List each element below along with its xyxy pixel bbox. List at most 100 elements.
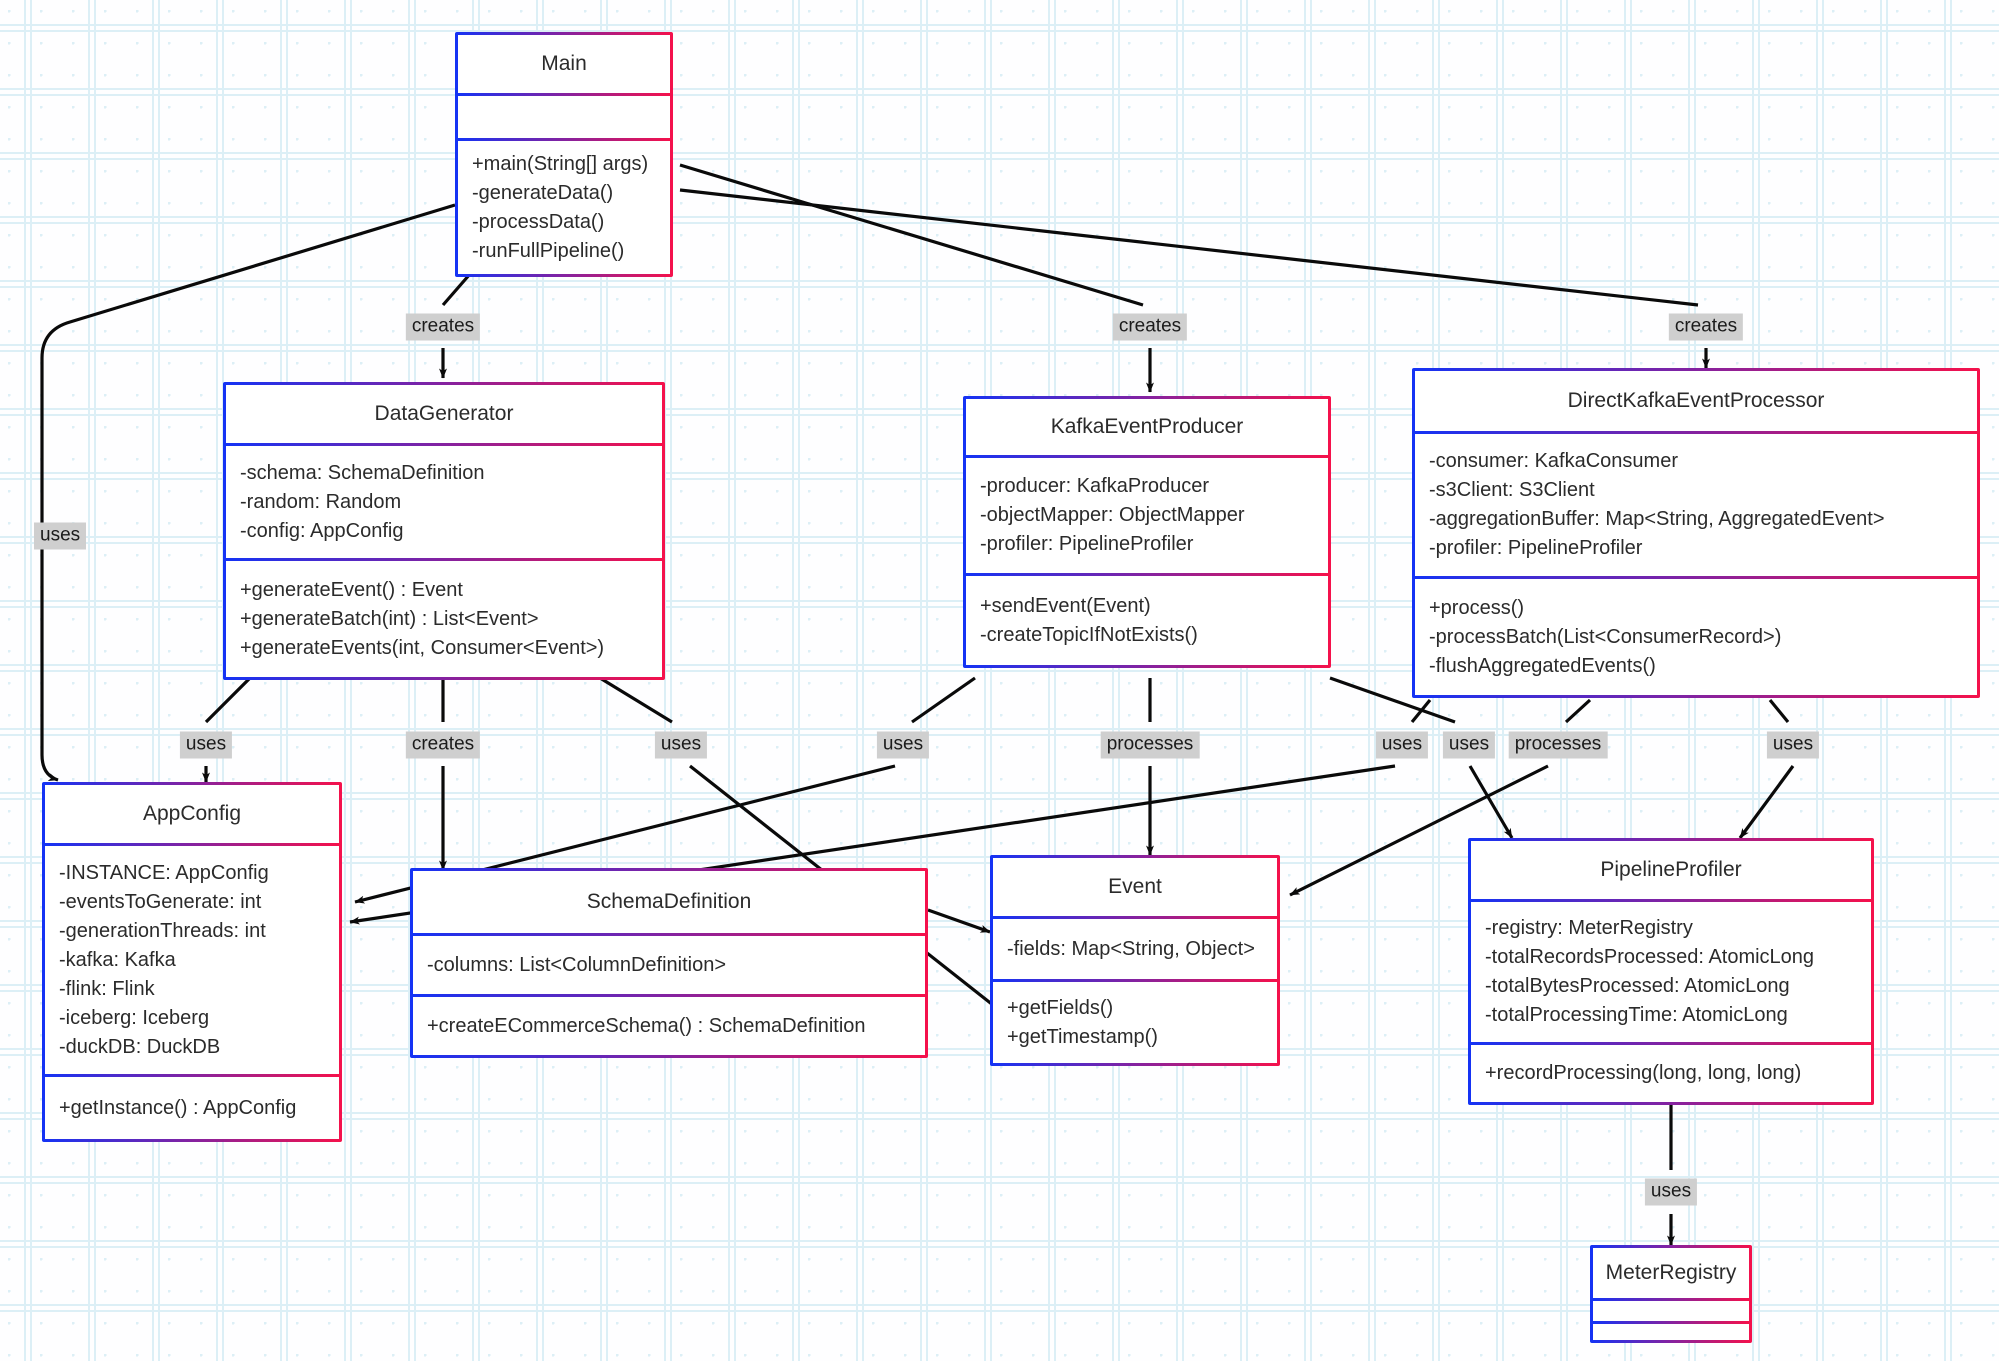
edge-label-creates: creates xyxy=(405,731,481,759)
class-member: -INSTANCE: AppConfig xyxy=(59,861,269,884)
class-attributes-kafkaeventproducer: -producer: KafkaProducer -objectMapper: … xyxy=(966,458,1328,573)
class-member: -kafka: Kafka xyxy=(59,948,176,971)
class-member: -processData() xyxy=(472,210,605,233)
class-separator xyxy=(1593,1298,1749,1301)
class-member: +sendEvent(Event) xyxy=(980,594,1151,617)
edge-label-uses: uses xyxy=(1375,731,1429,759)
class-separator xyxy=(45,843,339,846)
class-title-directkafkaeventprocessor: DirectKafkaEventProcessor xyxy=(1567,389,1825,412)
edge-label-uses: uses xyxy=(34,522,87,550)
class-member: -flink: Flink xyxy=(59,977,155,1000)
class-separator xyxy=(1593,1321,1749,1324)
class-member: +main(String[] args) xyxy=(472,152,649,175)
class-separator xyxy=(413,994,925,997)
edge-label-creates: creates xyxy=(1112,313,1188,341)
class-attributes-pipelineprofiler: -registry: MeterRegistry -totalRecordsPr… xyxy=(1471,902,1871,1042)
class-member: +process() xyxy=(1429,596,1525,619)
class-member: -generateData() xyxy=(472,181,614,204)
class-attributes-directkafkaeventprocessor: -consumer: KafkaConsumer -s3Client: S3Cl… xyxy=(1415,434,1977,576)
class-member: +getTimestamp() xyxy=(1007,1025,1158,1048)
class-member: +generateEvents(int, Consumer<Event>) xyxy=(240,636,605,659)
class-member: -consumer: KafkaConsumer xyxy=(1429,450,1678,472)
class-separator xyxy=(458,138,670,141)
class-separator xyxy=(226,443,662,446)
class-member: -schema: SchemaDefinition xyxy=(240,461,485,484)
class-methods-appconfig: +getInstance() : AppConfig xyxy=(45,1077,339,1139)
class-box-main[interactable]: Main +main(String[] args) -generateData(… xyxy=(455,32,673,277)
class-methods-directkafkaeventprocessor: +process() -processBatch(List<ConsumerRe… xyxy=(1415,579,1977,695)
class-member: -generationThreads: int xyxy=(59,919,266,942)
class-methods-meterregistry xyxy=(1593,1324,1749,1340)
class-box-schemadefinition[interactable]: SchemaDefinition -columns: List<ColumnDe… xyxy=(410,868,928,1058)
class-separator xyxy=(966,455,1328,458)
class-attributes-main xyxy=(458,96,670,138)
class-member: -registry: MeterRegistry xyxy=(1485,917,1693,939)
class-member: -columns: List<ColumnDefinition> xyxy=(427,953,727,976)
class-separator xyxy=(458,93,670,96)
class-member: -totalProcessingTime: AtomicLong xyxy=(1485,1004,1788,1026)
class-title-main: Main xyxy=(541,52,587,75)
edge-label-uses: uses xyxy=(1766,731,1820,759)
class-separator xyxy=(1415,576,1977,579)
class-methods-datagenerator: +generateEvent() : Event +generateBatch(… xyxy=(226,561,662,677)
class-separator xyxy=(413,933,925,936)
class-member: -duckDB: DuckDB xyxy=(59,1035,221,1058)
class-member: -totalRecordsProcessed: AtomicLong xyxy=(1485,946,1815,968)
class-box-event[interactable]: Event -fields: Map<String, Object> +getF… xyxy=(990,855,1280,1066)
edge-label-creates: creates xyxy=(405,313,481,341)
class-separator xyxy=(993,916,1277,919)
class-box-pipelineprofiler[interactable]: PipelineProfiler -registry: MeterRegistr… xyxy=(1468,838,1874,1105)
class-box-meterregistry[interactable]: MeterRegistry xyxy=(1590,1245,1752,1343)
edge-label-processes: processes xyxy=(1508,731,1608,759)
class-separator xyxy=(1415,431,1977,434)
class-methods-schemadefinition: +createECommerceSchema() : SchemaDefinit… xyxy=(413,997,925,1055)
class-attributes-event: -fields: Map<String, Object> xyxy=(993,919,1277,979)
class-member: -profiler: PipelineProfiler xyxy=(980,533,1194,555)
class-box-directkafkaeventprocessor[interactable]: DirectKafkaEventProcessor -consumer: Kaf… xyxy=(1412,368,1980,698)
class-separator xyxy=(993,979,1277,982)
class-title-datagenerator: DataGenerator xyxy=(374,402,514,425)
class-member: -iceberg: Iceberg xyxy=(59,1006,210,1029)
class-title-event: Event xyxy=(1108,875,1162,898)
class-methods-event: +getFields() +getTimestamp() xyxy=(993,982,1277,1063)
class-member: -createTopicIfNotExists() xyxy=(980,623,1198,646)
class-member: -flushAggregatedEvents() xyxy=(1429,654,1656,677)
class-member: -config: AppConfig xyxy=(240,519,404,542)
edge-label-uses: uses xyxy=(876,731,930,759)
class-box-appconfig[interactable]: AppConfig -INSTANCE: AppConfig -eventsTo… xyxy=(42,782,342,1142)
edge-label-uses: uses xyxy=(179,731,233,759)
edge-label-uses: uses xyxy=(1644,1178,1698,1206)
class-box-kafkaeventproducer[interactable]: KafkaEventProducer -producer: KafkaProdu… xyxy=(963,396,1331,668)
class-member: -processBatch(List<ConsumerRecord>) xyxy=(1429,625,1782,648)
class-member: +recordProcessing(long, long, long) xyxy=(1485,1062,1802,1084)
class-separator xyxy=(966,573,1328,576)
edge-label-uses: uses xyxy=(1442,731,1496,759)
class-member: -producer: KafkaProducer xyxy=(980,475,1210,497)
class-attributes-appconfig: -INSTANCE: AppConfig -eventsToGenerate: … xyxy=(45,846,339,1074)
class-attributes-schemadefinition: -columns: List<ColumnDefinition> xyxy=(413,936,925,994)
edge-label-creates: creates xyxy=(1668,313,1744,341)
class-member: +getInstance() : AppConfig xyxy=(59,1096,297,1119)
class-box-datagenerator[interactable]: DataGenerator -schema: SchemaDefinition … xyxy=(223,382,665,680)
class-methods-main: +main(String[] args) -generateData() -pr… xyxy=(458,141,670,274)
class-title-pipelineprofiler: PipelineProfiler xyxy=(1600,858,1742,881)
class-member: +generateBatch(int) : List<Event> xyxy=(240,607,539,630)
class-member: -totalBytesProcessed: AtomicLong xyxy=(1485,975,1790,997)
class-title-schemadefinition: SchemaDefinition xyxy=(586,890,752,913)
class-separator xyxy=(226,558,662,561)
class-member: -random: Random xyxy=(240,490,402,513)
class-member: +getFields() xyxy=(1007,996,1114,1019)
edge-label-uses: uses xyxy=(654,731,708,759)
class-member: -eventsToGenerate: int xyxy=(59,890,262,913)
class-methods-kafkaeventproducer: +sendEvent(Event) -createTopicIfNotExist… xyxy=(966,576,1328,665)
class-member: -s3Client: S3Client xyxy=(1429,479,1595,501)
class-member: +generateEvent() : Event xyxy=(240,578,463,601)
class-separator xyxy=(45,1074,339,1077)
class-separator xyxy=(1471,1042,1871,1045)
edge-label-processes: processes xyxy=(1100,731,1200,759)
class-member: -fields: Map<String, Object> xyxy=(1007,937,1255,960)
class-member: -objectMapper: ObjectMapper xyxy=(980,504,1245,526)
class-member: -aggregationBuffer: Map<String, Aggregat… xyxy=(1429,508,1885,530)
class-member: +createECommerceSchema() : SchemaDefinit… xyxy=(427,1014,866,1037)
